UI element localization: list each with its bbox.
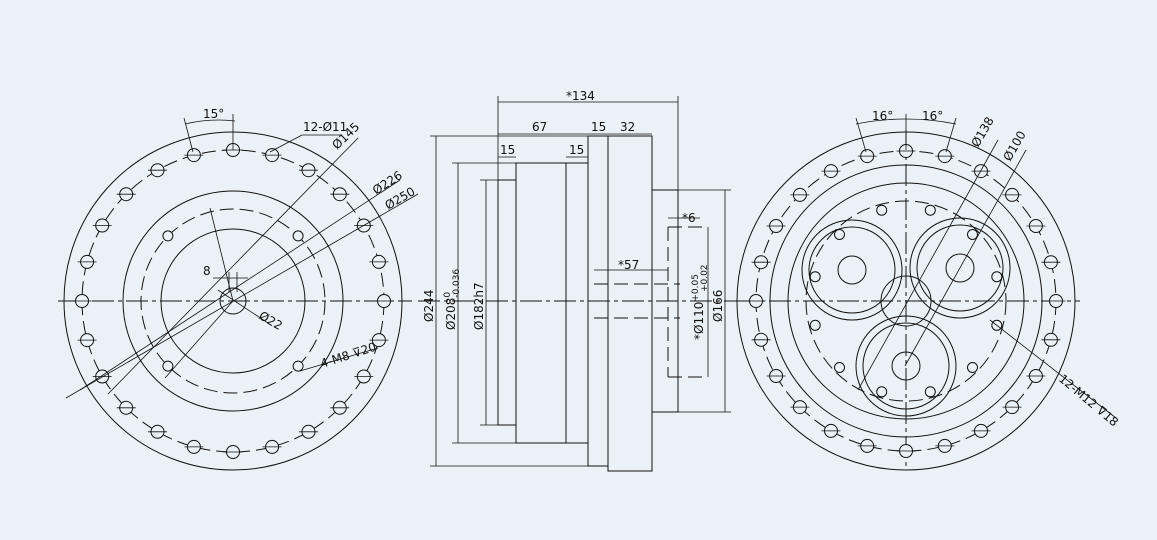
right-view: 16° 16° Ø138 Ø100 12-M12 ⊽18 (735, 109, 1121, 471)
output-flange (607, 135, 653, 472)
dim-134-label: *134 (566, 89, 595, 103)
left-angle-label: 15° (203, 107, 224, 121)
right-inner-circle-a (769, 164, 1043, 438)
tapped-hole (809, 319, 821, 331)
right-angle-a-label: 16° (872, 109, 893, 123)
left-body-circle (122, 190, 344, 412)
right-d100-line (904, 149, 1027, 367)
left-d226-line (79, 179, 401, 391)
dim-32-label: 32 (620, 120, 635, 134)
left-d250-line (65, 193, 419, 399)
right-small-holes (809, 204, 1003, 398)
planet-gear-right-outer (909, 217, 1011, 319)
tapped-hole (162, 230, 174, 242)
dim-57-label: *57 (618, 258, 639, 272)
planet-gear-bottom-inner (862, 322, 950, 410)
dim-15a-label: 15 (591, 120, 606, 134)
left-hub-circle (160, 228, 306, 374)
tapped-hole (924, 204, 936, 216)
right-tapped-leader (989, 319, 1117, 419)
left-bolt-holes (72, 143, 394, 459)
right-angle-arc (855, 118, 957, 125)
tapped-hole (809, 271, 821, 283)
right-angle-b-label: 16° (922, 109, 943, 123)
planet-gear-right-inner (916, 224, 1004, 312)
planet-gears (801, 217, 1011, 417)
tapped-hole (292, 230, 304, 242)
left-keyway-label: 8 (203, 264, 211, 278)
right-d138-line (857, 139, 999, 391)
dim-67-label: 67 (532, 120, 547, 134)
planet-gear-bottom-outer (855, 315, 957, 417)
dim-110-label: *Ø110+0.05+0.02 (691, 264, 710, 340)
left-pitch-circle (140, 208, 326, 394)
left-radial-line-b (209, 207, 234, 302)
dim-15b-label: 15 (500, 143, 515, 157)
tapped-hole (967, 362, 978, 373)
tapped-hole (967, 229, 978, 240)
left-bore-leader (217, 289, 269, 324)
right-d138-label: Ø138 (968, 114, 996, 149)
planet-gear-right-bore (945, 253, 975, 283)
left-tapped-holes (162, 230, 304, 372)
right-bolt-holes (746, 144, 1066, 458)
planet-gear-left-inner (808, 226, 896, 314)
tapped-hole (292, 360, 304, 372)
left-bore-circle (219, 287, 247, 315)
housing-step-right (565, 162, 589, 444)
left-angle-arc (184, 119, 236, 125)
tapped-hole (924, 386, 936, 398)
tapped-hole (162, 360, 174, 372)
housing-step-left (497, 179, 517, 426)
sun-gear (880, 275, 932, 327)
planet-gear-left-outer (801, 219, 903, 321)
tapped-hole (834, 229, 845, 240)
left-tapped-leader (299, 347, 379, 372)
right-d100-label: Ø100 (1000, 128, 1028, 163)
right-pitch-circle (805, 200, 1007, 402)
left-leader-holes (269, 134, 303, 153)
tapped-hole (876, 386, 888, 398)
dim-182-label: Ø182h7 (472, 282, 486, 330)
right-tapped-label: 12-M12 ⊽18 (1056, 372, 1121, 430)
right-inner-circle-b (787, 182, 1025, 420)
dim-166-label: Ø166 (711, 290, 725, 322)
tapped-hole (876, 204, 888, 216)
left-bore-label: Ø22 (257, 308, 285, 332)
dim-244-label: Ø244 (422, 290, 436, 322)
dim-15c-label: 15 (569, 143, 584, 157)
left-d145-line (107, 137, 359, 395)
left-view: 8 15° 12-Ø11 Ø145 Ø226 Ø250 Ø22 4-M8 ⊽20 (58, 107, 419, 471)
tapped-hole (834, 362, 845, 373)
tapped-hole (991, 271, 1003, 283)
dim-208-label: Ø2080-0.036 (443, 269, 462, 330)
planet-gear-left-bore (837, 255, 867, 285)
side-view: *134 67 15 32 15 15 *6 *57 Ø244 Ø2080-0.… (418, 89, 735, 472)
left-radial-line-a (164, 300, 234, 379)
dim-6-label: *6 (682, 211, 696, 225)
planet-gear-bottom-bore (891, 351, 921, 381)
output-shaft (651, 189, 679, 413)
left-holes-callout: 12-Ø11 (303, 120, 347, 134)
housing-body (515, 162, 567, 444)
